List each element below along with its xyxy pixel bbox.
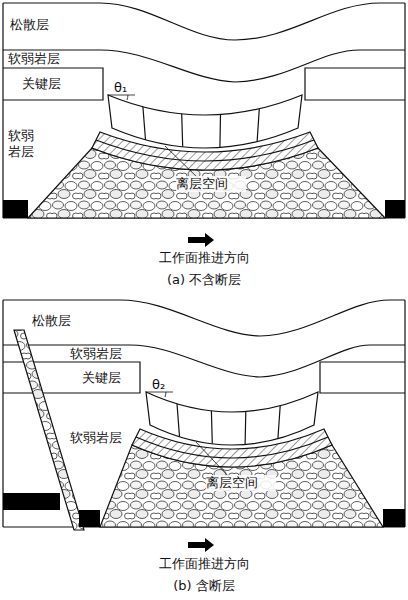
panel-b-strata bbox=[3, 300, 405, 552]
direction-arrow bbox=[188, 233, 214, 247]
layer-name: 关键层 bbox=[82, 370, 142, 386]
layer-name: 软弱岩层 bbox=[8, 51, 78, 67]
angle-mark bbox=[146, 392, 173, 397]
section-frame bbox=[3, 3, 405, 218]
layer-name: 软弱岩层 bbox=[70, 430, 140, 446]
ground-surface bbox=[3, 300, 405, 336]
panel-caption: (a) 不含断层 bbox=[0, 272, 408, 288]
layer-name: 松散层 bbox=[32, 313, 92, 329]
key-layer-intact bbox=[3, 68, 405, 100]
angle-label: θ₂ bbox=[152, 377, 176, 393]
leader-line bbox=[165, 146, 200, 180]
coal-seam bbox=[3, 493, 60, 510]
coal-seam bbox=[383, 509, 405, 527]
callout-label: 离层空间 bbox=[206, 475, 276, 491]
angle-label: θ₁ bbox=[114, 80, 138, 96]
leader-line bbox=[196, 442, 230, 478]
block-joints bbox=[177, 404, 280, 445]
panel-a-strata bbox=[3, 3, 405, 247]
block-joints bbox=[143, 107, 259, 148]
key-layer-blocks bbox=[146, 392, 318, 445]
layer-name: 关键层 bbox=[22, 76, 82, 92]
coal-seam bbox=[385, 200, 405, 218]
coal-seam bbox=[3, 200, 28, 218]
panel-caption: (b) 含断层 bbox=[0, 578, 408, 594]
callout-label: 离层空间 bbox=[176, 176, 246, 192]
key-layer-intact bbox=[3, 362, 405, 393]
layer-name: 松散层 bbox=[10, 17, 70, 33]
layer-name: 软弱岩层 bbox=[70, 346, 140, 362]
loose-layer-boundary bbox=[3, 50, 405, 82]
direction-label: 工作面推进方向 bbox=[0, 250, 408, 266]
angle-mark bbox=[108, 95, 135, 100]
loose-layer-boundary bbox=[3, 345, 405, 377]
ground-surface bbox=[3, 3, 405, 40]
direction-label: 工作面推进方向 bbox=[0, 556, 408, 572]
direction-arrow bbox=[188, 538, 214, 552]
key-layer-blocks bbox=[108, 95, 302, 148]
coal-seam bbox=[79, 510, 100, 527]
layer-name: 软弱岩层 bbox=[8, 128, 38, 160]
